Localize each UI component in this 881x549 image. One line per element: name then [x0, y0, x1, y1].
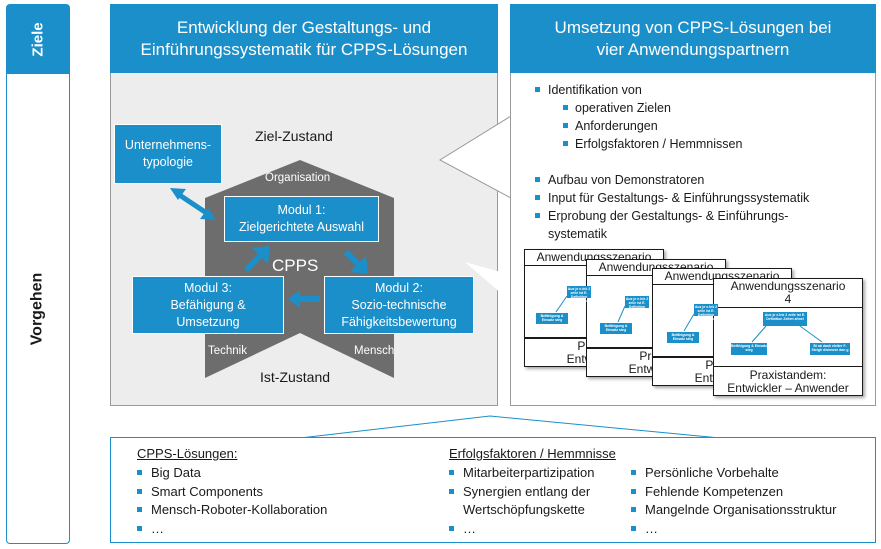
cycle-arrow-2-to-3 [288, 290, 320, 308]
list-item: Smart Components [137, 483, 327, 502]
callout-wedge-bottom [465, 262, 511, 302]
success-factors-list: Mitarbeiterpartizipation Synergien entla… [449, 464, 595, 538]
mini-box: Aus je e.Ink 2 zeile ist E. Definition Z… [567, 286, 591, 303]
mini-box: Befähigung & Einsatz steg [667, 332, 699, 343]
module-1-box: Modul 1: Zielgerichtete Auswahl [224, 196, 379, 242]
list-item: Identifikation von [535, 81, 742, 99]
implementation-title-line1: Umsetzung von CPPS-Lösungen bei [554, 17, 832, 37]
module-2-line2: Sozio-technische [351, 297, 447, 312]
typology-double-arrow [170, 188, 216, 220]
obstacles-list: Persönliche Vorbehalte Fehlende Kompeten… [631, 464, 837, 538]
list-item: Persönliche Vorbehalte [631, 464, 837, 483]
list-item: Mangelnde Organisationsstruktur [631, 501, 837, 520]
module-3-box: Modul 3: Befähigung & Umsetzung [132, 276, 284, 334]
development-title-line1: Entwicklung der Gestaltungs- und [176, 17, 432, 37]
development-panel-header: Entwicklung der Gestaltungs- und Einführ… [110, 4, 498, 73]
module-2-line3: Fähigkeitsbewertung [341, 314, 457, 329]
company-typology-box: Unternehmens-typologie [114, 124, 222, 184]
scenario-card-foot2: Entwickler – Anwender [727, 381, 849, 395]
cycle-arrow-1-to-2 [343, 249, 368, 274]
list-item: Erprobung der Gestaltungs- & Einführungs… [535, 207, 809, 225]
list-item: Synergien entlang der [449, 483, 595, 502]
target-state-label: Ziel-Zustand [255, 128, 333, 144]
mini-box: Aus je e.Ink 2 zeile ist E. Definition Z… [763, 312, 807, 326]
list-item: Anforderungen [535, 117, 742, 135]
module-3-line2: Befähigung & [170, 297, 246, 312]
sidebar-goals-tab: Ziele [6, 4, 70, 74]
identification-list: Identifikation von operativen Zielen Anf… [535, 81, 742, 153]
mini-box: Aus je e.Ink 2 zeile ist E. Definition Z… [694, 304, 718, 321]
success-factors-title: Erfolgsfaktoren / Hemmnisse [449, 446, 616, 461]
mini-box: Befähigung & Einsatz steg [731, 343, 767, 355]
cycle-arrow-3-to-1 [243, 246, 270, 273]
module-1-line1: Modul 1: [277, 203, 326, 217]
typology-line1: Unternehmens- [124, 138, 212, 152]
list-item: Fehlende Kompetenzen [631, 483, 837, 502]
scenario-card-foot1: Praxistandem: [749, 368, 827, 382]
list-item: Aufbau von Demonstratoren [535, 171, 809, 189]
list-item-continued: Wertschöpfungskette [463, 502, 585, 517]
list-item: Mitarbeiterpartizipation [449, 464, 595, 483]
mini-box: Befähigung & Einsatz steg [536, 313, 568, 324]
implementation-panel-header: Umsetzung von CPPS-Lösungen bei vier Anw… [510, 4, 876, 73]
list-item-continued: systematik [548, 227, 608, 241]
demonstrator-list: Aufbau von Demonstratoren Input für Gest… [535, 171, 809, 243]
list-item: Mensch-Roboter-Kollaboration [137, 501, 327, 520]
module-3-line3: Umsetzung [176, 314, 240, 329]
cpps-solutions-list: Big Data Smart Components Mensch-Roboter… [137, 464, 327, 538]
actual-state-label: Ist-Zustand [260, 369, 331, 385]
list-item: Input für Gestaltungs- & Einführungssyst… [535, 189, 809, 207]
implementation-title-line2: vier Anwendungspartnern [596, 39, 790, 59]
list-item: Big Data [137, 464, 327, 483]
list-item: Erfolgsfaktoren / Hemmnissen [535, 135, 742, 153]
list-item: … [449, 520, 595, 539]
list-item: … [631, 520, 837, 539]
list-item: operativen Zielen [535, 99, 742, 117]
module-2-line1: Modul 2: [375, 280, 423, 295]
cpps-center-label: CPPS [272, 256, 319, 275]
mini-box: Bi ab dank eleiter F-Steigh diskeuse dan… [810, 343, 850, 355]
cpps-solutions-title: CPPS-Lösungen: [137, 446, 238, 461]
development-title-line2: Einführungssystematik für CPPS-Lösungen [140, 39, 468, 59]
mini-box: Befähigung & Einsatz steg [600, 323, 632, 334]
list-item: … [137, 520, 327, 539]
success-factors-panel: CPPS-Lösungen: Big Data Smart Components… [110, 437, 876, 543]
mini-box: Aus je e.Ink 2 zeile ist E. Definition Z… [625, 296, 649, 313]
callout-wedge-top [438, 115, 512, 199]
typology-line2: typologie [142, 155, 194, 169]
callout-wedge-bottom-panel [299, 415, 721, 439]
module-1-line2: Zielgerichtete Auswahl [238, 220, 365, 234]
organisation-label: Organisation [265, 172, 331, 184]
technik-label: Technik [208, 345, 247, 357]
sidebar-approach-column: Vorgehen [6, 74, 70, 544]
mensch-label: Mensch [354, 345, 395, 357]
module-3-line1: Modul 3: [184, 280, 232, 295]
